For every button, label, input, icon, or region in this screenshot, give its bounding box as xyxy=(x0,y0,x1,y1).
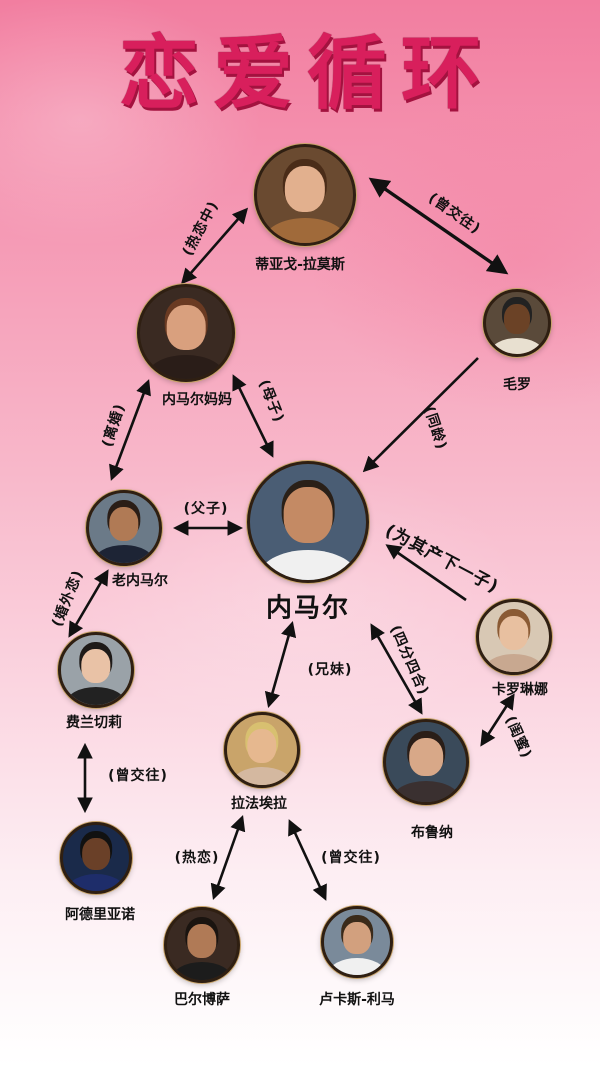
relation-label-rafaella-barbosa: (热恋) xyxy=(174,850,220,866)
photo-barbosa xyxy=(164,907,240,983)
photo-mauro xyxy=(483,289,551,357)
name-father: 老内马尔 xyxy=(112,573,168,589)
arrow-carolina-bruna xyxy=(480,693,515,747)
arrow-rafaella-barbosa xyxy=(210,815,246,900)
name-rafaella: 拉法埃拉 xyxy=(231,796,287,812)
name-lucas: 卢卡斯-利马 xyxy=(319,992,395,1008)
photo-rafaella xyxy=(224,712,300,788)
arrow-mother-neymar xyxy=(232,374,274,458)
arrow-carolina-neymar xyxy=(385,544,467,602)
photo-father xyxy=(86,490,162,566)
name-mother: 内马尔妈妈 xyxy=(162,392,232,408)
photo-adriano xyxy=(60,822,132,894)
name-carolina: 卡罗琳娜 xyxy=(492,682,548,698)
name-barbosa: 巴尔博萨 xyxy=(174,992,230,1008)
page-title: 恋爱循环 xyxy=(119,27,495,120)
relation-label-rafaella-lucas: (曾交往) xyxy=(321,850,381,866)
arrow-neymar-bruna xyxy=(370,623,423,715)
arrow-tiago-mauro xyxy=(368,177,509,275)
arrow-father-fernanda xyxy=(68,569,109,638)
relation-label-fernanda-adriano: (曾交往) xyxy=(108,768,168,784)
name-mauro: 毛罗 xyxy=(503,377,531,393)
photo-neymar xyxy=(247,461,369,583)
relation-label-father-neymar: (父子) xyxy=(183,501,229,517)
arrow-tiago-mother xyxy=(180,207,249,285)
arrow-mother-father xyxy=(109,379,151,481)
name-bruna: 布鲁纳 xyxy=(411,825,453,841)
name-neymar: 内马尔 xyxy=(265,593,351,624)
relation-label-neymar-rafaella: (兄妹) xyxy=(307,662,353,678)
photo-bruna xyxy=(383,719,469,805)
arrow-rafaella-lucas xyxy=(288,819,327,901)
name-tiago: 蒂亚戈-拉莫斯 xyxy=(255,257,345,273)
arrow-mauro-neymar xyxy=(362,357,479,473)
name-adriano: 阿德里亚诺 xyxy=(65,907,135,923)
photo-lucas xyxy=(321,906,393,978)
photo-mother xyxy=(137,284,235,382)
name-fernanda: 费兰切莉 xyxy=(66,715,122,731)
photo-carolina xyxy=(476,599,552,675)
photo-fernanda xyxy=(58,632,134,708)
arrow-neymar-rafaella xyxy=(264,620,297,709)
photo-tiago xyxy=(254,144,356,246)
